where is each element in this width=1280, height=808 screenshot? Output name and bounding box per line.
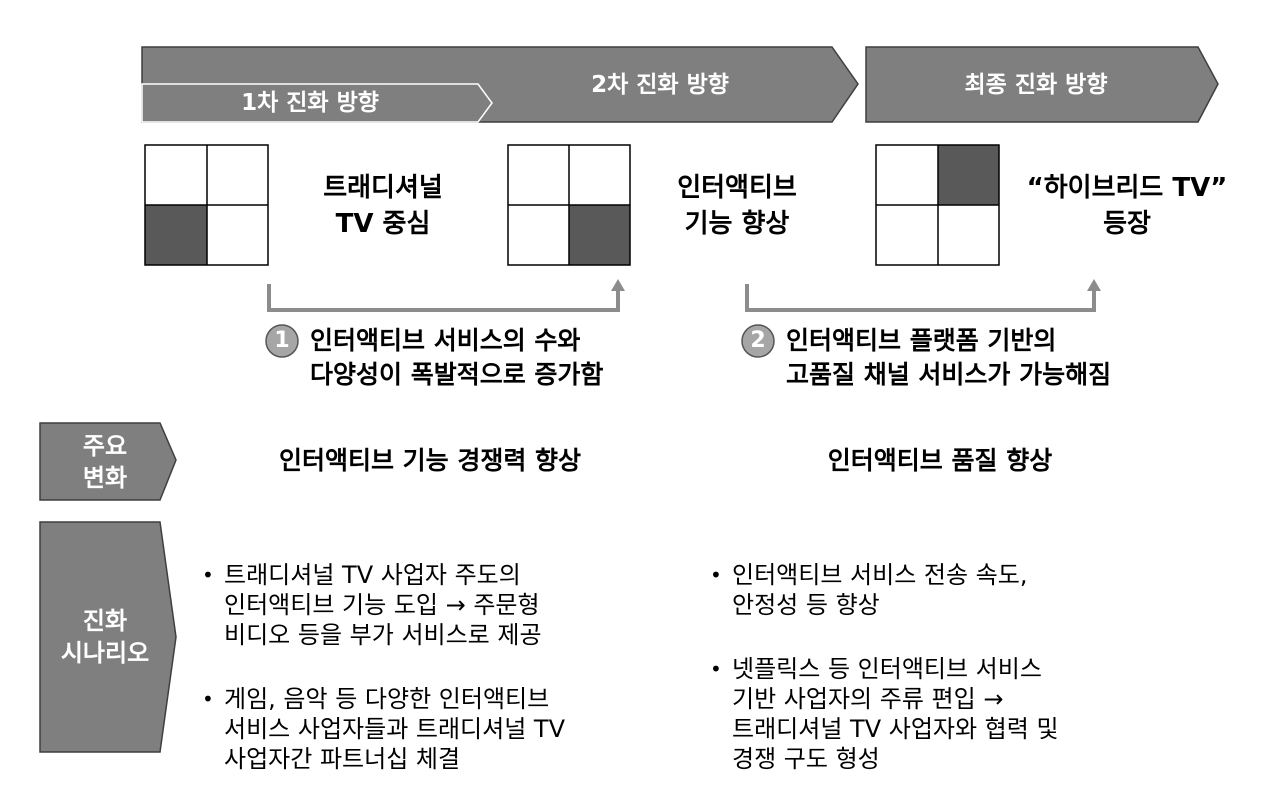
- stage-3-label: “하이브리드 TV” 등장: [1026, 173, 1228, 239]
- scenario-right-item: 인터액티브 서비스 전송 속도, 안정성 등 향상: [710, 560, 1230, 620]
- main-change-tag-label: 주요 변화: [82, 432, 128, 492]
- main-change-right: 인터액티브 품질 향상: [827, 446, 1053, 475]
- badge-2-number: 2: [750, 328, 766, 353]
- connector-arrow-2: [745, 279, 1101, 312]
- quad-cell: [508, 145, 569, 205]
- stage-1-label: 트래디셔널 TV 중심: [323, 173, 443, 239]
- final-direction-label: 최종 진화 방향: [964, 72, 1108, 98]
- change-1-text: 인터액티브 서비스의 수와 다양성이 폭발적으로 증가함: [310, 326, 604, 389]
- quad-cell-filled: [938, 145, 999, 205]
- badge-1-number: 1: [274, 328, 290, 353]
- second-direction-label: 2차 진화 방향: [591, 72, 729, 98]
- main-change-left: 인터액티브 기능 경쟁력 향상: [278, 446, 582, 475]
- scenario-left-item: 트래디셔널 TV 사업자 주도의 인터액티브 기능 도입 → 주문형 비디오 등…: [202, 560, 702, 650]
- arrow-first-direction: [141, 83, 493, 123]
- connector-arrow-1: [267, 279, 625, 312]
- quad-cell-filled: [569, 205, 630, 265]
- quadrant-grid-1: [144, 144, 269, 266]
- scenario-tag-label: 진화 시나리오: [60, 607, 150, 667]
- quad-cell: [508, 205, 569, 265]
- quad-cell: [876, 145, 938, 205]
- quad-cell: [569, 145, 630, 205]
- quad-cell: [207, 205, 268, 265]
- first-direction-label: 1차 진화 방향: [241, 90, 379, 116]
- badge-2: [741, 324, 775, 358]
- quad-cell: [938, 205, 999, 265]
- scenario-left-list: 트래디셔널 TV 사업자 주도의 인터액티브 기능 도입 → 주문형 비디오 등…: [202, 530, 702, 808]
- stage-2-label: 인터액티브 기능 향상: [677, 173, 797, 239]
- tag-main-change: [39, 422, 177, 501]
- scenario-right-list: 인터액티브 서비스 전송 속도, 안정성 등 향상 넷플릭스 등 인터액티브 서…: [710, 530, 1230, 808]
- change-2-text: 인터액티브 플랫폼 기반의 고품질 채널 서비스가 가능해짐: [786, 326, 1112, 389]
- quad-cell: [145, 145, 207, 205]
- scenario-left-item: 게임, 음악 등 다양한 인터액티브 서비스 사업자들과 트래디셔널 TV 사업…: [202, 684, 702, 774]
- quadrant-grid-3: [875, 144, 1000, 266]
- quad-cell: [207, 145, 268, 205]
- quadrant-grid-2: [507, 144, 631, 266]
- quad-cell: [876, 205, 938, 265]
- quad-cell-filled: [145, 205, 207, 265]
- tag-scenario: [39, 521, 177, 753]
- badge-1: [265, 324, 299, 358]
- arrow-final-direction: [865, 46, 1219, 123]
- scenario-right-item: 넷플릭스 등 인터액티브 서비스 기반 사업자의 주류 편입 → 트래디셔널 T…: [710, 654, 1230, 774]
